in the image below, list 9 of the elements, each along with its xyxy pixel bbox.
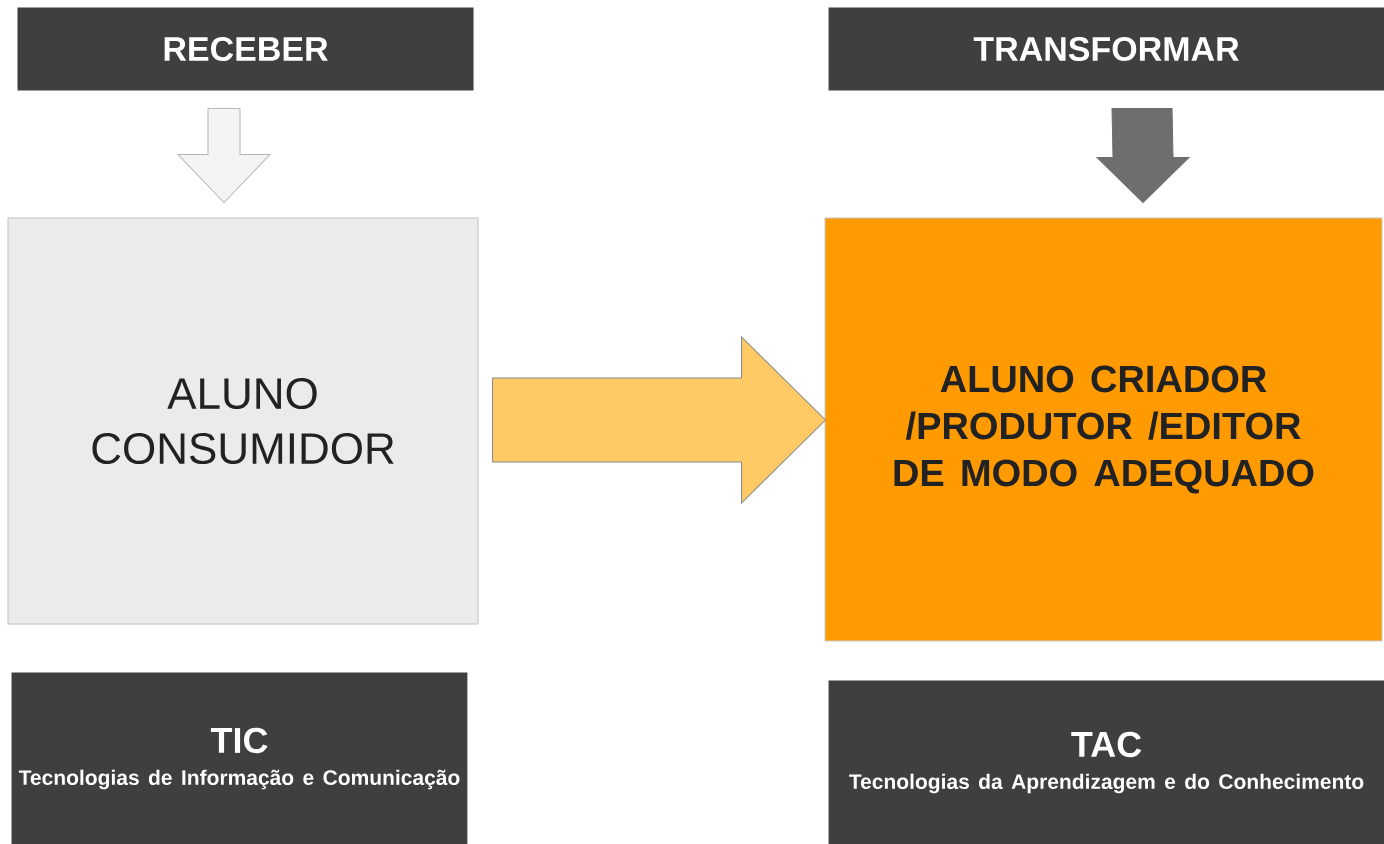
process-box: ALUNO CRIADOR /PRODUTOR /EDITOR DE MODO ADEQUADO [824, 217, 1383, 642]
info-box: TIC Tecnologias de Informação e Comunicação [11, 672, 468, 844]
block-arrow [177, 108, 271, 203]
block-arrow [492, 336, 826, 504]
process-box: ALUNO CONSUMIDOR [7, 217, 479, 625]
info-box: TAC Tecnologias da Aprendizagem e do Conhecimento [828, 680, 1384, 844]
header-box: TRANSFORMAR [828, 7, 1384, 91]
block-arrow [1096, 108, 1190, 203]
header-box: RECEBER [17, 7, 474, 91]
